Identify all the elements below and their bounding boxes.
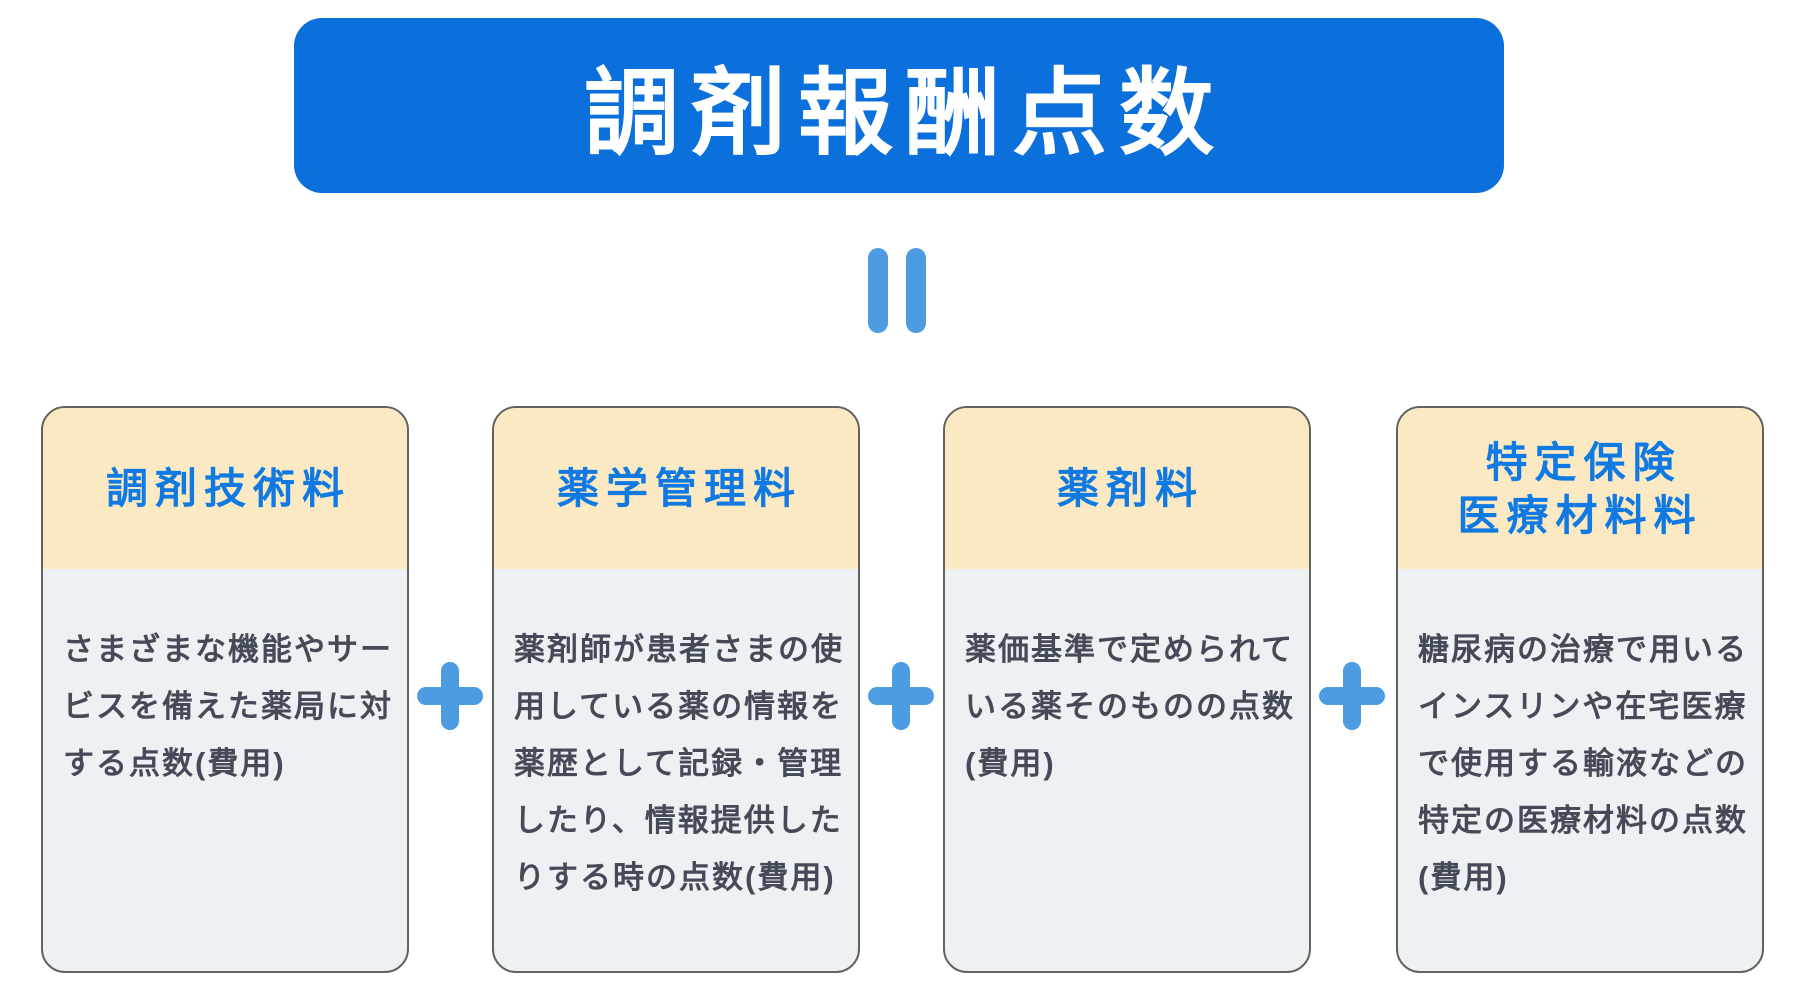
equals-icon xyxy=(868,248,926,333)
card-dispensing-technical-fee: 調剤技術料 さまざまな機能やサー ビスを備えた薬局に対 する点数(費用) xyxy=(41,406,409,973)
card-title: 調剤技術料 xyxy=(105,465,351,512)
plus-icon xyxy=(416,662,484,730)
equals-bar-right xyxy=(906,248,926,333)
page-title: 調剤報酬点数 xyxy=(583,61,1226,167)
card-header: 特定保険 医療材料料 xyxy=(1398,408,1762,569)
card-drug-fee: 薬剤料 薬価基準で定められて いる薬そのものの点数 (費用) xyxy=(943,406,1311,973)
plus-bar-vertical xyxy=(1343,662,1361,730)
card-header: 薬学管理料 xyxy=(494,408,858,569)
card-special-insurance-medical-materials-fee: 特定保険 医療材料料 糖尿病の治療で用いる インスリンや在宅医療 で使用する輸液… xyxy=(1396,406,1764,973)
plus-icon xyxy=(1318,662,1386,730)
title-banner: 調剤報酬点数 xyxy=(294,18,1504,193)
card-title: 薬剤料 xyxy=(1056,465,1204,512)
card-pharmaceutical-management-fee: 薬学管理料 薬剤師が患者さまの使 用している薬の情報を 薬歴として記録・管理 し… xyxy=(492,406,860,973)
card-body-text: 糖尿病の治療で用いる インスリンや在宅医療 で使用する輸液などの 特定の医療材料… xyxy=(1418,632,1748,895)
card-title: 薬学管理料 xyxy=(556,465,802,512)
plus-bar-vertical xyxy=(892,662,910,730)
card-title: 特定保険 医療材料料 xyxy=(1457,438,1703,539)
plus-icon xyxy=(867,662,935,730)
plus-bar-vertical xyxy=(441,662,459,730)
card-body-text: さまざまな機能やサー ビスを備えた薬局に対 する点数(費用) xyxy=(63,632,393,781)
card-header: 調剤技術料 xyxy=(43,408,407,569)
card-header: 薬剤料 xyxy=(945,408,1309,569)
card-body-text: 薬価基準で定められて いる薬そのものの点数 (費用) xyxy=(965,632,1295,781)
card-body-text: 薬剤師が患者さまの使 用している薬の情報を 薬歴として記録・管理 したり、情報提… xyxy=(514,632,844,895)
equals-bar-left xyxy=(868,248,888,333)
